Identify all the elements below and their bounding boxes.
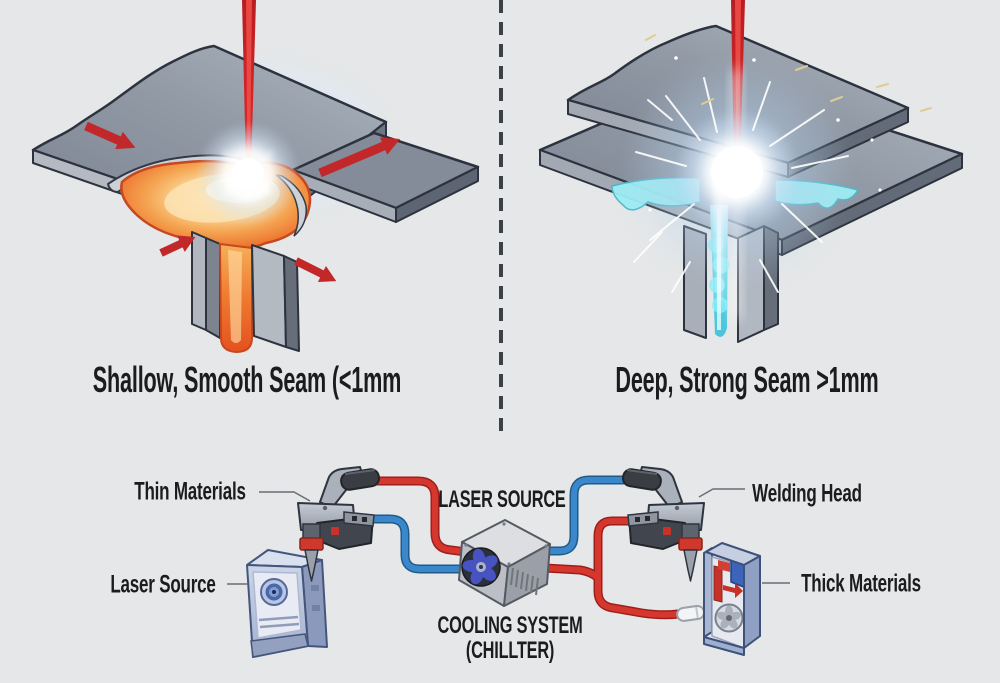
red-cable-right — [595, 518, 681, 618]
deep-weld-illustration — [538, 0, 964, 343]
label-cooling-system: COOLING SYSTEM — [437, 612, 583, 639]
spark-dashes — [645, 34, 932, 112]
label-laser-source-device: Laser Source — [110, 570, 216, 599]
weld-glow-left — [196, 122, 300, 228]
spark-dots — [648, 56, 882, 212]
direction-arrow — [294, 257, 337, 283]
cooling-fan-icon — [461, 547, 501, 587]
caption-shallow-seam: Shallow, Smooth Seam (<1mm — [92, 359, 402, 400]
direction-arrow — [84, 121, 136, 150]
spark-streaks — [633, 77, 849, 293]
label-thick-materials: Thick Materials — [801, 569, 921, 598]
leader-lines — [227, 488, 790, 585]
cooling-chiller-box — [458, 519, 551, 607]
front-slots — [258, 615, 300, 629]
coolant-cables — [368, 475, 683, 620]
caption-deep-seam: Deep, Strong Seam >1mm — [615, 359, 879, 400]
equipment-schematic — [227, 466, 790, 658]
blue-cable-left — [370, 516, 467, 572]
label-welding-head: Welding Head — [752, 479, 862, 508]
vent-slats — [510, 567, 539, 596]
label-laser-source-top: LASER SOURCE — [438, 486, 566, 513]
label-thin-materials: Thin Materials — [134, 477, 246, 506]
blue-cable-right — [537, 477, 634, 554]
welding-head-right-icon — [620, 466, 705, 582]
t-joint-fins — [191, 231, 300, 354]
weld-glow-right — [622, 57, 852, 320]
lens-icon — [260, 578, 288, 606]
direction-arrow — [318, 137, 401, 178]
welding-head-left-icon — [297, 466, 382, 582]
thick-materials-cabinet — [703, 542, 761, 656]
direction-arrow — [159, 235, 196, 257]
weld-direction-arrows — [84, 121, 401, 283]
red-cable-left — [371, 478, 469, 555]
label-cooling-system-chiller: (CHILLTER) — [465, 637, 555, 664]
shallow-weld-illustration — [31, 0, 480, 354]
cabinet-fan-icon — [714, 603, 744, 633]
coolant-capsule — [676, 604, 705, 622]
